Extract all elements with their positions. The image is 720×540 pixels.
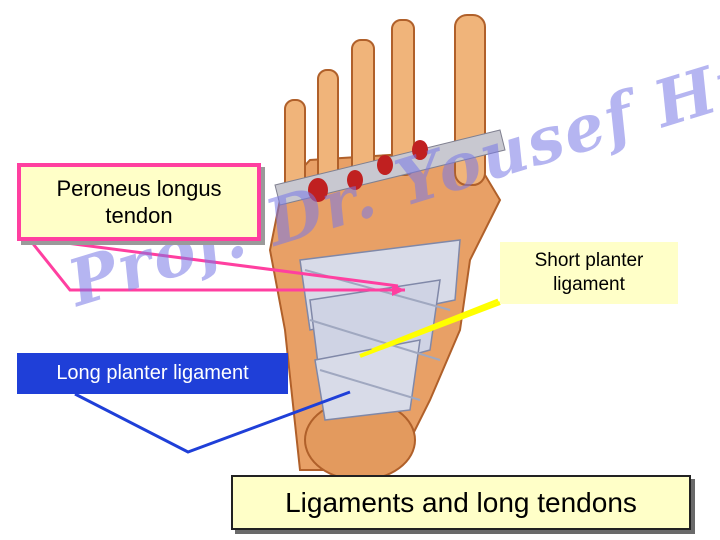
slide-title: Ligaments and long tendons bbox=[231, 475, 691, 530]
peroneus-longus-text: Peroneus longus tendon bbox=[39, 175, 239, 230]
short-planter-text: Short planter ligament bbox=[514, 249, 664, 297]
slide-title-text: Ligaments and long tendons bbox=[285, 485, 637, 520]
long-planter-text: Long planter ligament bbox=[56, 361, 248, 386]
long-planter-label: Long planter ligament bbox=[17, 353, 288, 394]
short-planter-label: Short planter ligament bbox=[500, 242, 678, 304]
peroneus-longus-label: Peroneus longus tendon bbox=[17, 163, 261, 241]
